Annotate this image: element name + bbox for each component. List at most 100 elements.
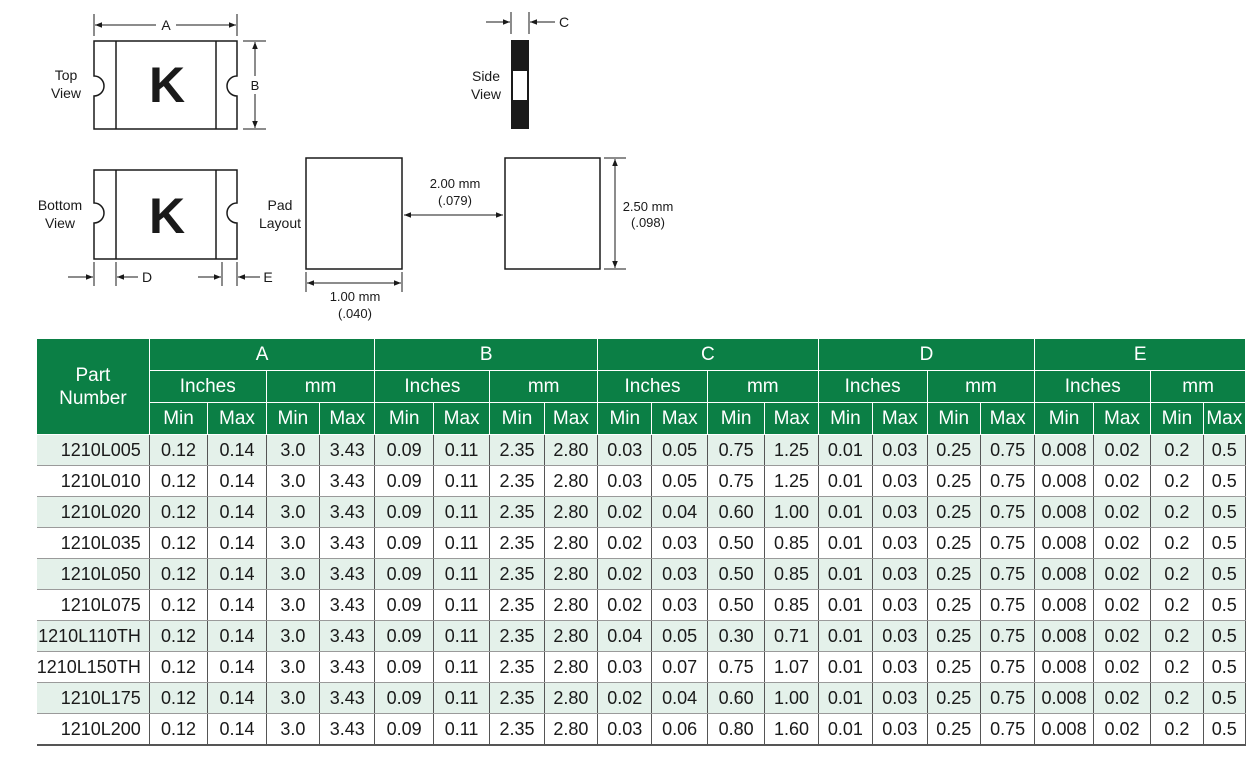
dimension-cell: 3.43 <box>319 589 376 621</box>
dimension-cell: 0.11 <box>433 434 491 466</box>
header-row-groups: Part Number A B C D E <box>36 338 1246 435</box>
dimension-cell: 0.25 <box>927 496 981 528</box>
dimension-cell: 0.25 <box>927 682 981 714</box>
dimension-cell: 0.02 <box>1093 558 1152 590</box>
dimension-d-label: D <box>142 269 152 285</box>
group-header-b: B <box>374 338 599 371</box>
dimension-b-label: B <box>251 78 260 93</box>
dimension-c-label: C <box>559 14 569 30</box>
pad-height-in: (.098) <box>631 215 665 230</box>
dimension-cell: 0.05 <box>651 465 708 497</box>
group-header-d: D <box>817 338 1036 371</box>
dimension-cell: 0.02 <box>1093 434 1152 466</box>
group-header-c: C <box>597 338 819 371</box>
dimension-cell: 0.12 <box>149 465 209 497</box>
dimension-cell: 0.008 <box>1034 434 1094 466</box>
max-header: Max <box>651 402 708 435</box>
dimension-cell: 0.5 <box>1203 682 1247 714</box>
max-header: Max <box>979 402 1036 435</box>
dimension-cell: 0.03 <box>597 465 653 497</box>
top-view-marking: K <box>149 57 185 113</box>
dimension-cell: 0.02 <box>1093 620 1152 652</box>
dimension-cell: 0.03 <box>872 465 928 497</box>
dimension-cell: 0.02 <box>597 496 653 528</box>
dimension-cell: 2.80 <box>544 434 599 466</box>
dimension-cell: 0.09 <box>374 682 434 714</box>
dimension-cell: 0.12 <box>149 651 209 683</box>
dimension-cell: 0.2 <box>1150 465 1204 497</box>
dimension-cell: 0.008 <box>1034 713 1094 746</box>
dimension-cell: 0.11 <box>433 713 491 746</box>
dimension-cell: 0.50 <box>707 527 766 559</box>
dimension-cell: 3.43 <box>319 620 376 652</box>
dimension-cell: 2.35 <box>489 651 545 683</box>
dimension-cell: 0.09 <box>374 527 434 559</box>
dimension-cell: 2.80 <box>544 496 599 528</box>
max-header: Max <box>764 402 819 435</box>
dimension-cell: 0.01 <box>818 496 874 528</box>
dimension-cell: 0.14 <box>207 558 267 590</box>
dimension-cell: 0.2 <box>1150 682 1204 714</box>
dimension-cell: 0.75 <box>980 527 1036 559</box>
dimension-cell: 0.008 <box>1034 620 1094 652</box>
dimension-cell: 0.12 <box>149 713 209 746</box>
dimension-cell: 0.02 <box>1093 651 1152 683</box>
min-header: Min <box>597 402 653 435</box>
dimension-cell: 0.06 <box>651 713 708 746</box>
dimension-cell: 3.43 <box>319 434 376 466</box>
pad-layout-label-line2: Layout <box>259 215 301 231</box>
dimension-cell: 2.35 <box>489 465 545 497</box>
dimension-cell: 0.5 <box>1203 558 1247 590</box>
dimension-cell: 0.2 <box>1150 558 1204 590</box>
pad-layout: Pad Layout 2.00 mm (.079) 2.50 mm (.098)… <box>259 157 673 321</box>
dimension-cell: 1.00 <box>764 682 819 714</box>
dimension-cell: 0.04 <box>651 682 708 714</box>
dimension-cell: 3.43 <box>319 496 376 528</box>
dimension-cell: 2.80 <box>544 558 599 590</box>
part-number-cell: 1210L005 <box>36 434 150 466</box>
dimension-cell: 0.14 <box>207 682 267 714</box>
dimension-cell: 0.09 <box>374 651 434 683</box>
dimension-cell: 0.03 <box>872 651 928 683</box>
dimension-cell: 0.03 <box>872 496 928 528</box>
dimension-cell: 0.008 <box>1034 589 1094 621</box>
dimension-cell: 0.11 <box>433 527 491 559</box>
dimension-cell: 0.09 <box>374 558 434 590</box>
dimension-cell: 0.25 <box>927 589 981 621</box>
dimension-cell: 0.11 <box>433 682 491 714</box>
dimension-cell: 0.03 <box>872 589 928 621</box>
dimension-cell: 0.2 <box>1150 527 1204 559</box>
dimension-cell: 0.01 <box>818 558 874 590</box>
min-header: Min <box>817 402 874 435</box>
dimension-cell: 3.0 <box>266 682 321 714</box>
package-drawing: Top View K A B Side View C Bottom View K <box>38 12 673 321</box>
min-header: Min <box>1150 402 1204 435</box>
dimension-cell: 0.11 <box>433 465 491 497</box>
dimension-cell: 0.02 <box>1093 713 1152 746</box>
dimension-cell: 0.008 <box>1034 651 1094 683</box>
group-header-a: A <box>148 338 376 371</box>
dimension-cell: 0.5 <box>1203 620 1247 652</box>
dimension-cell: 0.71 <box>764 620 819 652</box>
dimension-cell: 0.11 <box>433 651 491 683</box>
part-number-cell: 1210L035 <box>36 527 150 559</box>
dimension-cell: 0.03 <box>651 527 708 559</box>
dimension-cell: 0.03 <box>872 434 928 466</box>
max-header: Max <box>1202 402 1247 435</box>
dimension-cell: 0.03 <box>597 651 653 683</box>
dimension-cell: 0.008 <box>1034 682 1094 714</box>
dimension-cell: 0.03 <box>597 434 653 466</box>
dimension-cell: 2.35 <box>489 589 545 621</box>
dimension-cell: 0.01 <box>818 713 874 746</box>
pad-width-mm: 1.00 mm <box>330 289 381 304</box>
dimension-cell: 2.35 <box>489 434 545 466</box>
dimension-cell: 0.2 <box>1150 620 1204 652</box>
part-number-cell: 1210L200 <box>36 713 150 746</box>
dimension-cell: 2.35 <box>489 527 545 559</box>
dimension-cell: 1.07 <box>764 651 819 683</box>
